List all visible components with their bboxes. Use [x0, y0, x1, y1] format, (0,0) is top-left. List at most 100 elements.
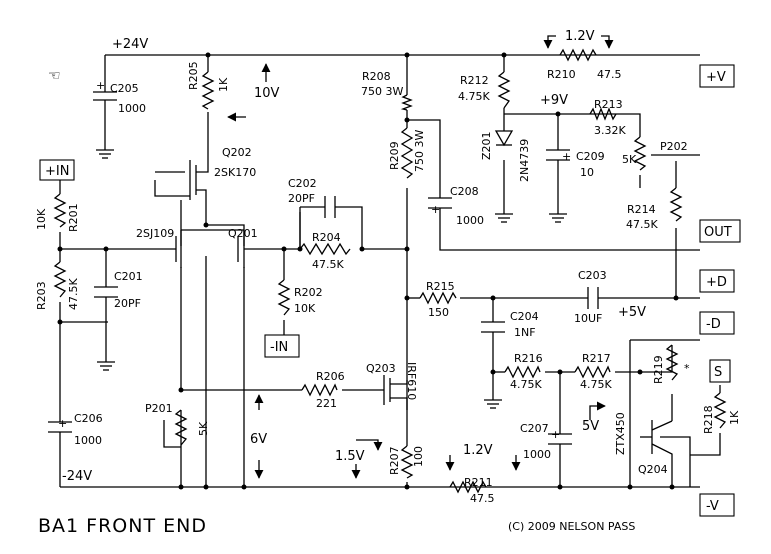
- p201-body: [174, 409, 188, 446]
- r219-ref: R219: [652, 355, 665, 384]
- r210-ref: R210: [547, 68, 576, 81]
- r210-body: [559, 48, 597, 62]
- q204-part: ZTX450: [614, 412, 627, 455]
- r215-body: [419, 291, 457, 305]
- terminal-d-neg[interactable]: -D: [699, 311, 735, 335]
- c204-value: 1NF: [514, 326, 536, 339]
- r203-value: 47.5K: [67, 278, 80, 310]
- r216-body: [504, 365, 541, 379]
- r210-value: 47.5: [597, 68, 622, 81]
- r212-value: 4.75K: [458, 90, 490, 103]
- ground-icon: [548, 213, 568, 223]
- terminal-in-neg[interactable]: -IN: [264, 334, 300, 358]
- terminal-sense[interactable]: S: [709, 359, 731, 383]
- c202-ref: C202: [288, 177, 317, 190]
- c208-value: 1000: [456, 214, 484, 227]
- svg-text:10V: 10V: [254, 86, 280, 101]
- r207-value: 100: [412, 446, 425, 467]
- p202-ref: P202: [660, 140, 688, 153]
- p201-ref: P201: [145, 402, 173, 415]
- q203-ref: Q203: [366, 362, 396, 375]
- r213-value: 3.32K: [594, 124, 626, 137]
- q201-ref: Q201: [228, 227, 258, 240]
- r217-body: [574, 365, 611, 379]
- svg-text:1.2V: 1.2V: [565, 29, 595, 44]
- r203-body: [53, 261, 67, 298]
- r201-body: [53, 193, 67, 228]
- voltage-annotations: 10V +9V 1.2V 6V 1.5V 1.2V 5V +5V: [250, 29, 646, 464]
- r218-ref: R218: [702, 405, 715, 434]
- terminal-v-neg[interactable]: -V: [699, 493, 735, 517]
- c206-ref: C206: [74, 412, 103, 425]
- r201-ref: R201: [67, 203, 80, 232]
- ground-icon: [494, 213, 514, 223]
- r217-value: 4.75K: [580, 378, 612, 391]
- c209-plus: +: [562, 150, 571, 163]
- z201-ref: Z201: [480, 131, 493, 160]
- r204-ref: R204: [312, 231, 341, 244]
- svg-text:-IN: -IN: [270, 340, 288, 355]
- c206-plus: +: [58, 417, 67, 430]
- r218-body: [713, 392, 727, 429]
- c208-ref: C208: [450, 185, 479, 198]
- r205-value: 1K: [217, 77, 230, 92]
- r214-ref: R214: [627, 203, 656, 216]
- r219-body: [665, 344, 679, 381]
- c205-plus: +: [96, 79, 105, 92]
- p202-value: 5K: [622, 153, 637, 166]
- voltage-arrows: [227, 35, 614, 479]
- r208-body: [400, 94, 413, 111]
- r213-ref: R213: [594, 98, 623, 111]
- r219-value: *: [684, 362, 690, 375]
- r209-ref: R209: [388, 141, 401, 170]
- q201-part: 2SJ109: [136, 227, 174, 240]
- r202-value: 10K: [294, 302, 316, 315]
- ground-icon: [483, 399, 503, 409]
- schematic-title: BA1 FRONT END: [38, 515, 207, 537]
- r208-value: 750 3W: [361, 85, 403, 98]
- r212-body: [497, 71, 511, 109]
- svg-text:1.2V: 1.2V: [463, 443, 493, 458]
- hand-cursor-icon: ☜: [48, 68, 61, 84]
- c203-ref: C203: [578, 269, 607, 282]
- r202-body: [277, 279, 291, 316]
- z201-part: 2N4739: [518, 139, 531, 182]
- r212-ref: R212: [460, 74, 489, 87]
- terminal-out[interactable]: OUT: [699, 219, 741, 243]
- r215-ref: R215: [426, 280, 455, 293]
- svg-text:1.5V: 1.5V: [335, 449, 365, 464]
- r209-body: [400, 127, 414, 179]
- r209-value: 750 3W: [413, 130, 426, 172]
- terminal-v-pos[interactable]: +V: [699, 64, 735, 88]
- r216-value: 4.75K: [510, 378, 542, 391]
- terminal-in-pos[interactable]: +IN: [39, 159, 75, 181]
- r214-value: 47.5K: [626, 218, 658, 231]
- svg-text:6V: 6V: [250, 432, 267, 447]
- c207-plus: +: [551, 428, 560, 441]
- ground-icon: [96, 361, 116, 371]
- c205-ref: C205: [110, 82, 139, 95]
- wires: [59, 54, 721, 488]
- c209-value: 10: [580, 166, 594, 179]
- c207-ref: C207: [520, 422, 549, 435]
- r205-ref: R205: [187, 61, 200, 90]
- svg-text:+9V: +9V: [540, 93, 568, 108]
- copyright-text: (C) 2009 NELSON PASS: [508, 520, 635, 533]
- r217-ref: R217: [582, 352, 611, 365]
- c201-value: 20PF: [114, 297, 141, 310]
- p201-value: 5K: [197, 421, 210, 436]
- transistors: [175, 130, 673, 487]
- rail-pos-label: +24V: [112, 37, 148, 52]
- terminal-d-pos[interactable]: +D: [699, 269, 735, 293]
- r207-body: [400, 445, 414, 479]
- r206-value: 221: [316, 397, 337, 410]
- r214-body: [669, 187, 683, 222]
- r206-ref: R206: [316, 370, 345, 383]
- r202-ref: R202: [294, 286, 323, 299]
- c208-plus: +: [431, 203, 440, 216]
- svg-text:-V: -V: [706, 499, 719, 514]
- c205-value: 1000: [118, 102, 146, 115]
- q202-part: 2SK170: [214, 166, 256, 179]
- r208-ref: R208: [362, 70, 391, 83]
